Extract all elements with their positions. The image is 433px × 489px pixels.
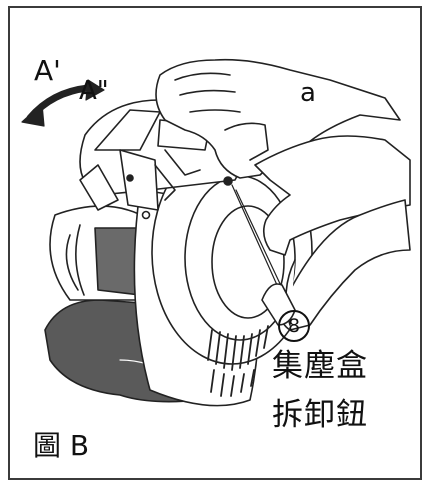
- part-name-line2: 拆卸鈕: [272, 397, 368, 433]
- callout-number-8: 8: [278, 310, 310, 342]
- direction-label-a-prime: A': [34, 54, 61, 87]
- release-button-8-marker: [223, 176, 233, 186]
- figure-caption: 圖 B: [33, 429, 90, 462]
- hands: [155, 58, 411, 331]
- vent-grille: [207, 325, 269, 397]
- rotation-arrows: [21, 79, 105, 127]
- part-name-line1: 集塵盒: [272, 348, 368, 384]
- point-label-a: a: [300, 78, 316, 108]
- direction-label-a-double-prime: A": [79, 76, 109, 106]
